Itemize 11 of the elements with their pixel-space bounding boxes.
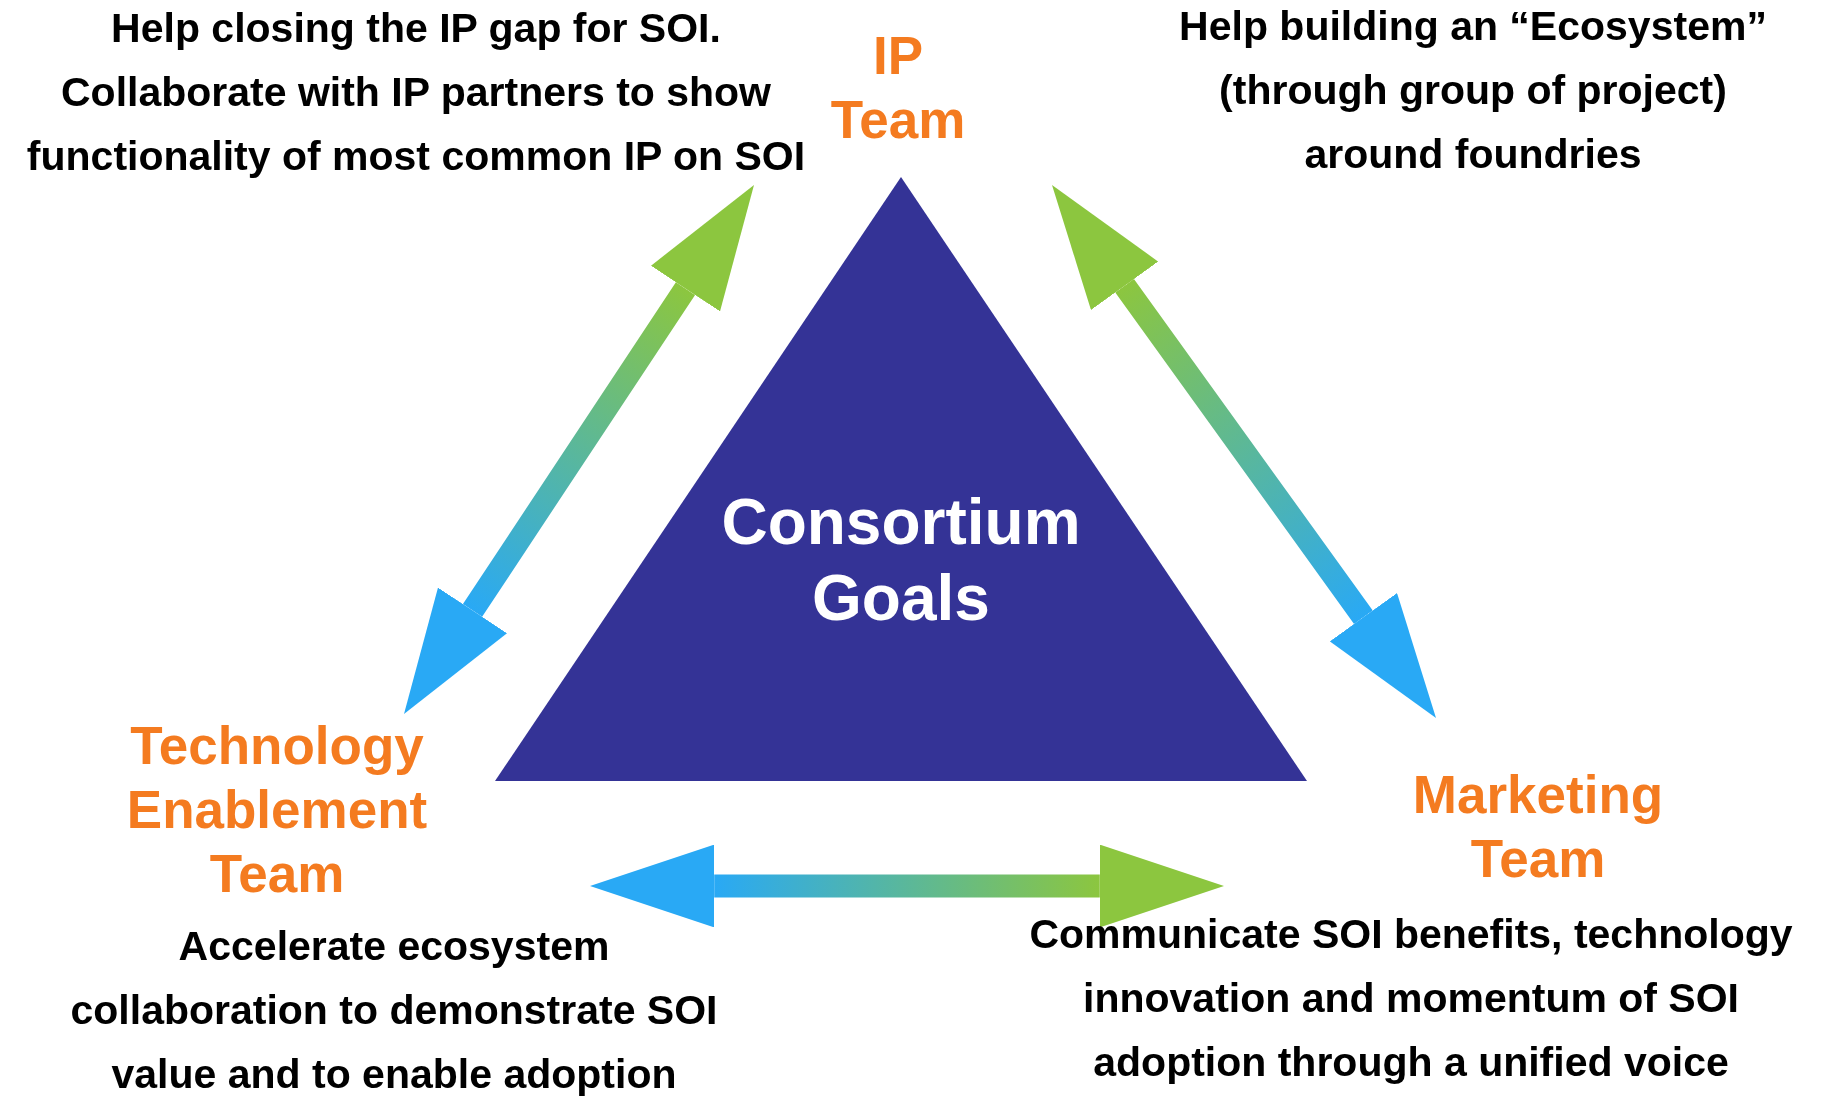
goal-title: Consortium Goals	[720, 485, 1082, 636]
note-text: Help building an “Ecosystem” (through group of project) around foundries	[1178, 2, 1768, 179]
team-title: Technology Enablement Team	[125, 715, 429, 905]
double-arrow	[590, 844, 1224, 928]
team-description: Communicate SOI benefits, technology innovation and momentum of SOI adoption through a unified voice	[1028, 910, 1794, 1087]
team-title: Marketing Team	[1411, 764, 1665, 890]
team-description: Accelerate ecosystem collaboration to demonstrate SOI value and to enable adoption	[69, 922, 719, 1097]
note-text: Collaborate with IP partners to show functionality of most common IP on SOI	[25, 68, 807, 181]
note-text: Help closing the IP gap for SOI.	[110, 4, 722, 53]
team-title: IP Team	[829, 25, 967, 151]
triangle	[495, 177, 1307, 781]
